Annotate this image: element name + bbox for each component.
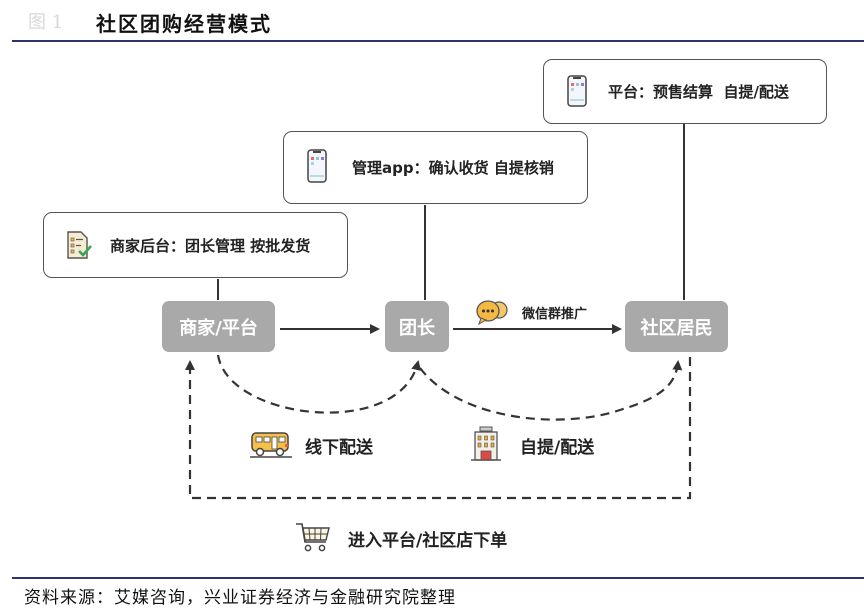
- order-label: 进入平台/社区店下单: [348, 531, 508, 551]
- dashed-arrow-pickup-delivery: [419, 360, 683, 421]
- title-rule: [12, 40, 864, 42]
- app-callout-text: 管理app：确认收货 自提核销: [352, 159, 554, 177]
- node-community-residents: 社区居民: [625, 301, 728, 352]
- phone-app-icon: [307, 149, 327, 183]
- wechat-promotion-label: 微信群推广: [522, 307, 588, 322]
- bus-icon: [250, 432, 292, 458]
- figure-number: 图 1: [28, 12, 64, 33]
- node-merchant-platform: 商家/平台: [162, 301, 275, 352]
- chat-bubbles-icon: [476, 300, 508, 325]
- checklist-icon: [67, 231, 92, 259]
- source-note: 资料来源：艾媒咨询，兴业证券经济与金融研究院整理: [24, 588, 456, 608]
- pickup-delivery-label: 自提/配送: [520, 438, 595, 458]
- dashed-arrow-offline-delivery: [216, 354, 422, 414]
- dashed-arrow-order-loop: [185, 357, 692, 500]
- building-icon: [471, 426, 501, 461]
- phone-app-icon: [567, 75, 587, 107]
- platform-callout: 平台：预售结算 自提/配送: [543, 59, 827, 124]
- offline-delivery-label: 线下配送: [305, 438, 373, 458]
- footer-rule: [12, 577, 864, 579]
- merchant-callout-text: 商家后台：团长管理 按批发货: [110, 236, 311, 255]
- platform-callout-text: 平台：预售结算 自提/配送: [608, 83, 789, 101]
- node-group-leader: 团长: [385, 301, 449, 352]
- app-callout: 管理app：确认收货 自提核销: [283, 131, 588, 204]
- shopping-cart-icon: [296, 523, 330, 552]
- merchant-callout: 商家后台：团长管理 按批发货: [43, 212, 348, 278]
- page-title: 社区团购经营模式: [96, 12, 272, 36]
